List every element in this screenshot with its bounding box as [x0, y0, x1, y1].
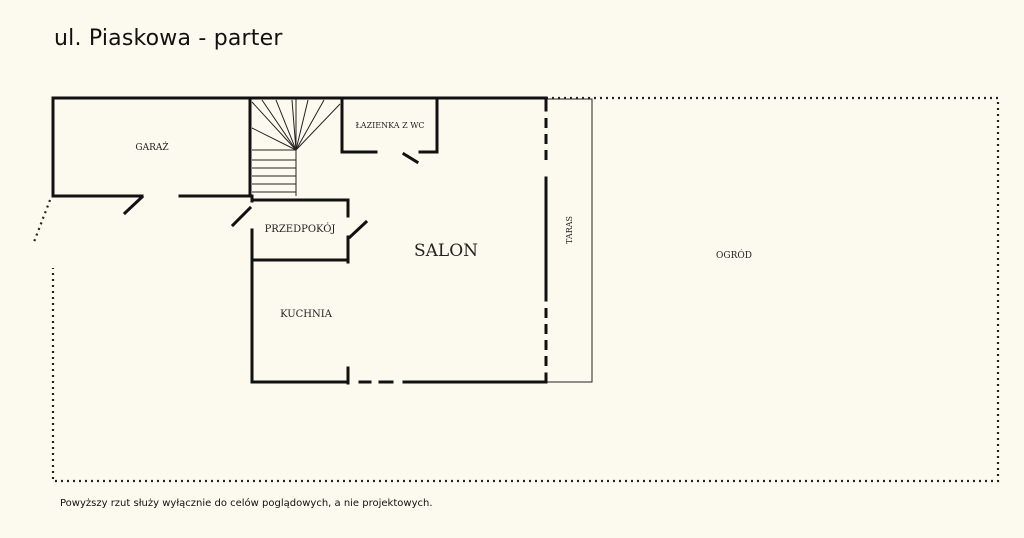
- terrace-outline: [546, 98, 593, 383]
- room-label-taras: TARAS: [565, 216, 574, 244]
- disclaimer-note: Powyższy rzut służy wyłącznie do celów p…: [60, 498, 433, 509]
- room-label-przedpokoj: PRZEDPOKÓJ: [265, 223, 336, 235]
- page-title: ul. Piaskowa - parter: [54, 26, 283, 51]
- room-label-salon: SALON: [414, 241, 478, 261]
- main-walls: [230, 96, 548, 385]
- staircase: [251, 99, 341, 196]
- room-label-kuchnia: KUCHNIA: [280, 309, 333, 320]
- plot-boundary: [32, 96, 1000, 483]
- room-label-lazienka: ŁAZIENKA Z WC: [355, 121, 424, 130]
- room-label-ogrod: OGRÓD: [716, 249, 752, 261]
- room-label-garaz: GARAŻ: [135, 141, 168, 153]
- garage-walls: [51, 96, 252, 216]
